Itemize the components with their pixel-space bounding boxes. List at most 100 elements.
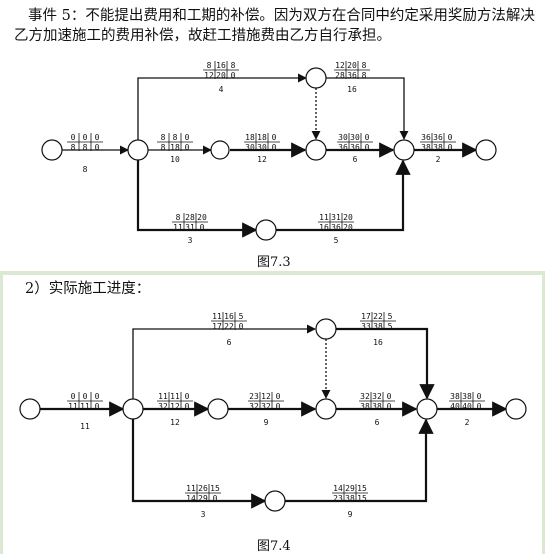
event-5-line-2: 乙方加速施工的费用补偿，故赶工措施费由乙方自行承担。	[14, 28, 391, 44]
param-tr: 0	[95, 392, 100, 401]
param-bm: 30	[257, 143, 267, 152]
param-tr: 0	[95, 133, 100, 142]
param-tl: 0	[71, 392, 76, 401]
param-bl: 40	[450, 402, 460, 411]
param-tr: 0	[387, 392, 392, 401]
arrow-activity-3	[131, 419, 267, 509]
param-tm: 0	[83, 133, 88, 142]
param-br: 0	[95, 143, 100, 152]
param-br: 5	[388, 322, 393, 331]
activity-duration: 5	[334, 236, 339, 245]
param-tm: 31	[331, 213, 341, 222]
param-tl: 32	[360, 392, 370, 401]
activity-duration: 3	[201, 510, 206, 519]
event-5-paragraph: 事件 5：不能提出费用和工期的补偿。因为双方在合同中约定采用奖励方法解决 乙方加…	[14, 6, 535, 46]
param-tl: 11	[186, 484, 196, 493]
node-6	[416, 398, 438, 420]
node-8	[264, 490, 286, 512]
param-br: 0	[239, 322, 244, 331]
figure-7-3-panel: 事件 5：不能提出费用和工期的补偿。因为双方在合同中约定采用奖励方法解决 乙方加…	[0, 0, 545, 272]
param-tm: 29	[345, 484, 355, 493]
arrow-activity-9-bottom	[285, 418, 434, 503]
param-bl: 32	[249, 402, 259, 411]
param-tl: 36	[421, 133, 431, 142]
param-br: 20	[343, 223, 353, 232]
param-bl: 11	[68, 402, 78, 411]
param-bm: 38	[433, 143, 443, 152]
node-5	[305, 139, 327, 161]
param-br: 0	[387, 402, 392, 411]
node-6	[393, 139, 415, 161]
param-bm: 38	[345, 494, 355, 503]
param-tm: 26	[198, 484, 208, 493]
activity-duration: 16	[347, 85, 357, 94]
param-tl: 23	[249, 392, 259, 401]
param-tl: 30	[338, 133, 348, 142]
param-br: 0	[200, 223, 205, 232]
param-bl: 30	[245, 143, 255, 152]
param-tl: 8	[161, 133, 166, 142]
param-bl: 28	[335, 71, 345, 80]
event-5-line-1: 事件 5：不能提出费用和工期的补偿。因为双方在合同中约定采用奖励方法解决	[28, 8, 535, 24]
activity-duration: 3	[188, 236, 193, 245]
activity-duration: 6	[353, 155, 358, 164]
param-tm: 38	[462, 392, 472, 401]
param-tm: 11	[170, 392, 180, 401]
param-tr: 20	[197, 213, 207, 222]
param-tr: 20	[343, 213, 353, 222]
param-bl: 38	[360, 402, 370, 411]
node-4	[305, 67, 327, 89]
param-br: 0	[448, 143, 453, 152]
param-bl: 36	[338, 143, 348, 152]
param-tr: 0	[477, 392, 482, 401]
param-bl: 8	[161, 143, 166, 152]
activity-duration: 10	[170, 155, 180, 164]
activity-duration: 9	[348, 510, 353, 519]
param-bm: 36	[350, 143, 360, 152]
param-tl: 38	[450, 392, 460, 401]
param-bm: 38	[372, 402, 382, 411]
param-tr: 0	[185, 133, 190, 142]
param-tl: 11	[158, 392, 168, 401]
param-tm: 22	[373, 312, 383, 321]
figure-7-3-caption: 图7.3	[257, 255, 291, 270]
node-2	[122, 398, 144, 420]
param-bm: 36	[347, 71, 357, 80]
param-tr: 8	[231, 61, 236, 70]
param-tl: 12	[335, 61, 345, 70]
activity-duration: 6	[227, 338, 232, 347]
param-bm: 31	[185, 223, 195, 232]
node-3	[210, 140, 230, 160]
param-tm: 0	[83, 392, 88, 401]
param-br: 0	[185, 402, 190, 411]
param-tr: 5	[388, 312, 393, 321]
param-bm: 12	[170, 402, 180, 411]
node-1	[41, 139, 63, 161]
node-7	[475, 139, 497, 161]
param-tr: 0	[276, 392, 281, 401]
param-br: 0	[185, 143, 190, 152]
param-bl: 32	[158, 402, 168, 411]
param-bm: 29	[198, 494, 208, 503]
arrow-activity-5	[276, 159, 411, 232]
param-tm: 8	[173, 133, 178, 142]
param-bl: 12	[204, 71, 214, 80]
param-bm: 8	[83, 143, 88, 152]
node-7	[505, 398, 527, 420]
param-bl: 8	[71, 143, 76, 152]
arrow-activity-6-top	[132, 324, 316, 399]
param-bm: 32	[261, 402, 271, 411]
param-tl: 14	[333, 484, 343, 493]
param-br: 8	[362, 71, 367, 80]
node-5	[315, 398, 337, 420]
param-tr: 15	[357, 484, 367, 493]
param-bl: 38	[421, 143, 431, 152]
param-tl: 0	[71, 133, 76, 142]
